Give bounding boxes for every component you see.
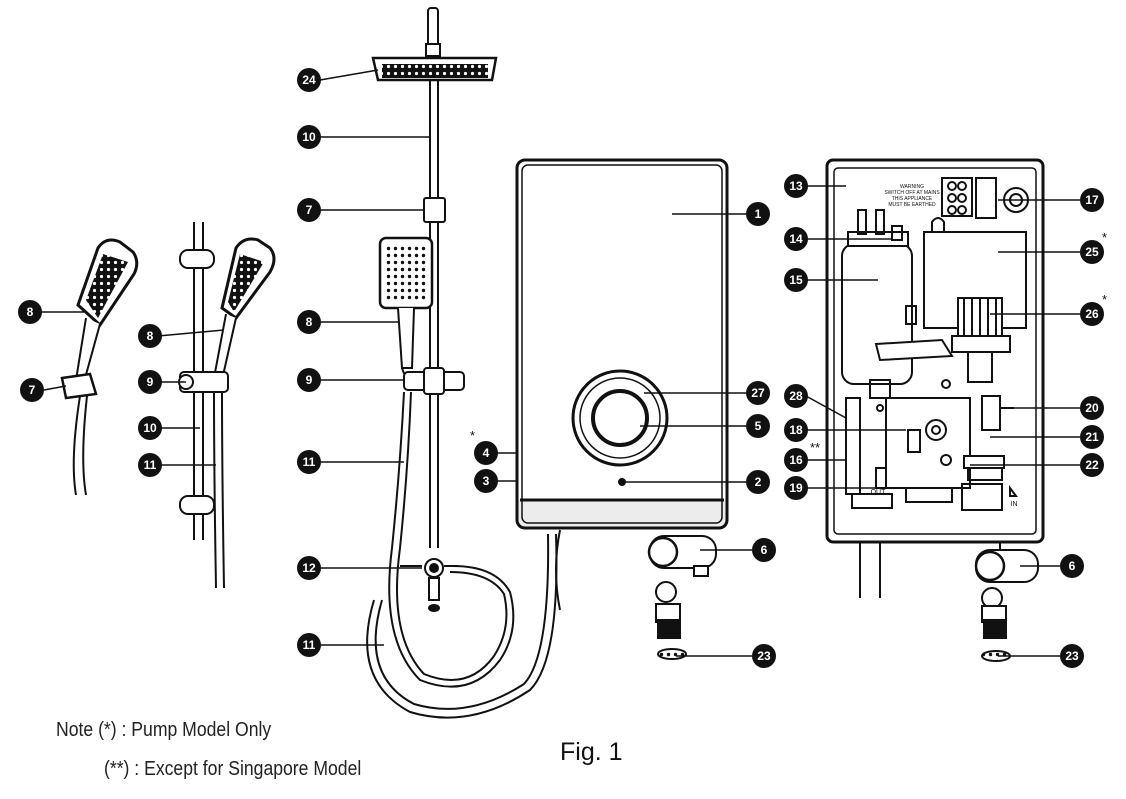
marker-8: 8	[297, 310, 321, 334]
marker-3: 3	[474, 469, 498, 493]
marker-13: 13	[784, 174, 808, 198]
svg-text:12: 12	[302, 561, 316, 575]
warning-line-4: MUST BE EARTHED	[888, 202, 936, 208]
svg-text:22: 22	[1085, 458, 1099, 472]
marker-1: 1	[746, 202, 770, 226]
svg-text:18: 18	[789, 423, 803, 437]
svg-text:2: 2	[755, 475, 762, 489]
svg-text:24: 24	[302, 73, 316, 87]
warning-line-1: WARNING	[900, 184, 924, 190]
marker-7: 7	[297, 198, 321, 222]
asterisks: * ** * *	[470, 230, 1107, 455]
svg-text:23: 23	[757, 649, 771, 663]
marker-23: 23	[1060, 644, 1084, 668]
marker-4: 4	[474, 441, 498, 465]
asterisk-16: **	[810, 440, 820, 455]
rain-shower-set	[366, 7, 558, 719]
svg-text:8: 8	[27, 305, 34, 319]
part-number-markers: 24 10 7 8 9 11 12 11 8 7 8 9 10 11 1 27 …	[18, 68, 1104, 668]
svg-text:10: 10	[302, 130, 316, 144]
marker-10: 10	[297, 125, 321, 149]
marker-22: 22	[1080, 453, 1104, 477]
svg-text:17: 17	[1085, 193, 1099, 207]
note-pump-model: Note (*) : Pump Model Only	[56, 719, 272, 741]
marker-7: 7	[20, 378, 44, 402]
warning-line-3: THIS APPLIANCE	[892, 196, 933, 202]
marker-24: 24	[297, 68, 321, 92]
slide-rail-set	[178, 222, 276, 589]
svg-text:23: 23	[1065, 649, 1079, 663]
svg-text:11: 11	[144, 458, 157, 472]
marker-26: 26	[1080, 302, 1104, 326]
svg-text:21: 21	[1085, 430, 1099, 444]
svg-text:8: 8	[147, 329, 154, 343]
svg-text:1: 1	[755, 207, 762, 221]
marker-21: 21	[1080, 425, 1104, 449]
svg-text:28: 28	[789, 389, 803, 403]
marker-11: 11	[138, 453, 162, 477]
marker-27: 27	[746, 381, 770, 405]
svg-text:26: 26	[1085, 307, 1099, 321]
marker-12: 12	[297, 556, 321, 580]
marker-17: 17	[1080, 188, 1104, 212]
marker-8: 8	[138, 324, 162, 348]
marker-15: 15	[784, 268, 808, 292]
asterisk-26: *	[1102, 292, 1107, 307]
svg-text:27: 27	[751, 386, 765, 400]
svg-text:14: 14	[789, 232, 803, 246]
panel-out-label: OUT	[871, 489, 887, 496]
marker-16: 16	[784, 448, 808, 472]
marker-18: 18	[784, 418, 808, 442]
svg-text:7: 7	[29, 383, 36, 397]
svg-text:7: 7	[306, 203, 313, 217]
marker-11: 11	[297, 450, 321, 474]
marker-2: 2	[746, 470, 770, 494]
panel-in-label: IN	[1011, 501, 1018, 508]
left-hand-shower	[60, 238, 139, 496]
marker-28: 28	[784, 384, 808, 408]
svg-text:3: 3	[483, 474, 490, 488]
svg-text:15: 15	[789, 273, 803, 287]
asterisk-25: *	[1102, 230, 1107, 245]
heater-internal-unit	[825, 158, 1045, 662]
asterisk-4: *	[470, 428, 475, 443]
svg-text:19: 19	[789, 481, 803, 495]
marker-8: 8	[18, 300, 42, 324]
heater-front-unit	[515, 158, 729, 660]
svg-text:25: 25	[1085, 245, 1099, 259]
svg-text:6: 6	[761, 543, 768, 557]
marker-6: 6	[752, 538, 776, 562]
leader-lines	[40, 69, 1080, 657]
svg-text:13: 13	[789, 179, 803, 193]
svg-text:11: 11	[303, 455, 316, 469]
marker-19: 19	[784, 476, 808, 500]
svg-text:20: 20	[1085, 401, 1099, 415]
marker-14: 14	[784, 227, 808, 251]
figure-caption: Fig. 1	[560, 738, 623, 766]
svg-text:9: 9	[147, 375, 154, 389]
marker-25: 25	[1080, 240, 1104, 264]
svg-text:6: 6	[1069, 559, 1076, 573]
marker-9: 9	[297, 368, 321, 392]
svg-text:10: 10	[143, 421, 157, 435]
warning-line-2: SWITCH OFF AT MAINS	[884, 190, 940, 196]
svg-text:8: 8	[306, 315, 313, 329]
svg-text:5: 5	[755, 419, 762, 433]
svg-text:16: 16	[789, 453, 803, 467]
svg-text:9: 9	[306, 373, 313, 387]
panel-warning-text: WARNING SWITCH OFF AT MAINS THIS APPLIAN…	[884, 184, 940, 208]
svg-text:11: 11	[303, 638, 316, 652]
marker-11: 11	[297, 633, 321, 657]
marker-6: 6	[1060, 554, 1084, 578]
svg-text:4: 4	[483, 446, 490, 460]
note-singapore-model: (**) : Except for Singapore Model	[104, 758, 362, 780]
marker-10: 10	[138, 416, 162, 440]
marker-9: 9	[138, 370, 162, 394]
marker-23: 23	[752, 644, 776, 668]
marker-20: 20	[1080, 396, 1104, 420]
marker-5: 5	[746, 414, 770, 438]
